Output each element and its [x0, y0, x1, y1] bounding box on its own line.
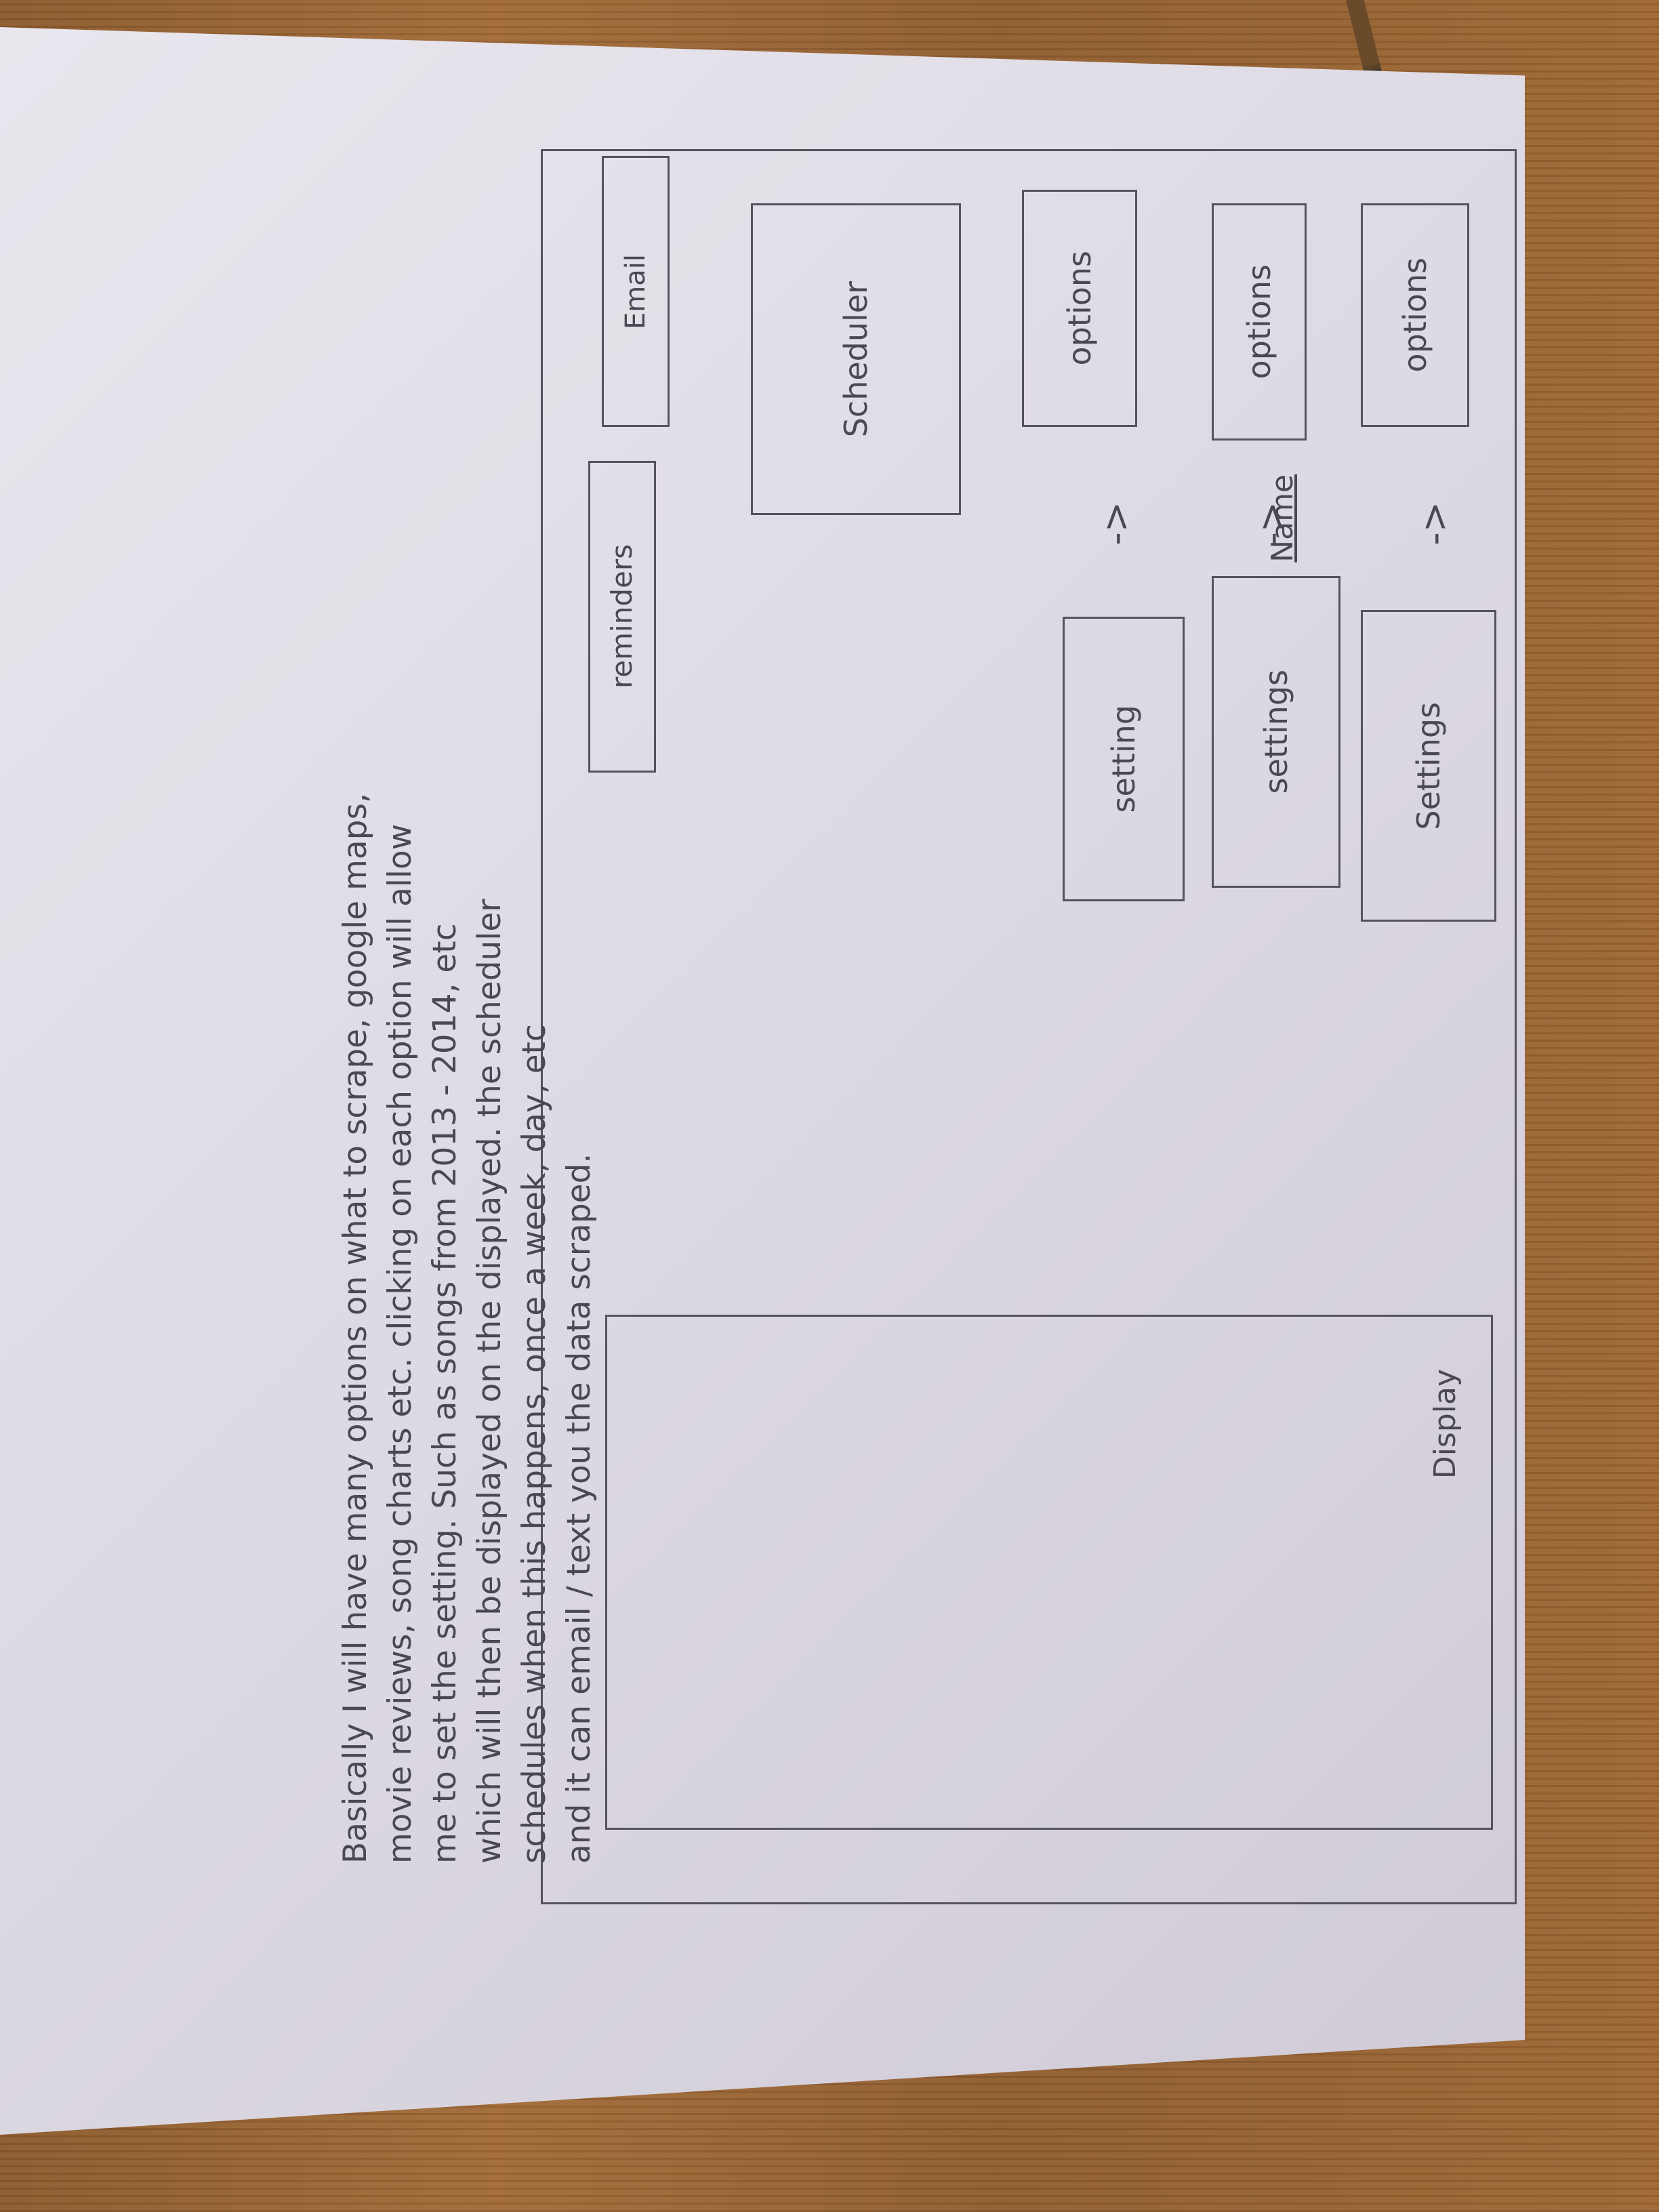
options-button-1-label: options	[1397, 258, 1433, 373]
description-line: movie reviews, song charts etc. clicking…	[382, 823, 419, 1864]
options-button-1[interactable]: options	[1361, 203, 1469, 427]
settings-button-3-label: setting	[1105, 705, 1142, 813]
reminders-label: reminders	[605, 544, 639, 689]
description-line: and it can email / text you the data scr…	[560, 1153, 598, 1864]
description-line: me to set the setting. Such as songs fro…	[426, 923, 464, 1864]
scheduler-label: Scheduler	[838, 281, 874, 438]
email-label: Email	[620, 253, 651, 329]
options-button-2[interactable]: options	[1212, 203, 1307, 441]
description-line: Basically I will have many options on wh…	[337, 793, 374, 1864]
settings-button-2[interactable]: settings	[1212, 576, 1340, 888]
email-button[interactable]: Email	[602, 156, 670, 427]
handwritten-description: Basically I will have many options on wh…	[333, 224, 602, 1864]
options-button-3[interactable]: options	[1022, 190, 1137, 427]
options-button-3-label: options	[1061, 251, 1098, 366]
settings-button-3[interactable]: setting	[1063, 617, 1185, 901]
description-line: which will then be displayed on the disp…	[471, 899, 508, 1864]
scheduler-panel[interactable]: Scheduler	[751, 203, 961, 515]
settings-button-1-label: Settings	[1410, 701, 1447, 830]
description-line: schedules when this happens, once a week…	[516, 1024, 553, 1864]
settings-button-2-label: settings	[1258, 670, 1294, 794]
display-panel	[605, 1315, 1493, 1830]
display-label: Display	[1428, 1369, 1462, 1479]
paper-sheet	[0, 27, 1525, 2135]
arrow-2: ->	[1250, 501, 1293, 546]
options-button-2-label: options	[1241, 264, 1277, 380]
arrow-3: ->	[1094, 501, 1137, 546]
settings-button-1[interactable]: Settings	[1361, 610, 1496, 922]
arrow-1: ->	[1413, 501, 1456, 546]
